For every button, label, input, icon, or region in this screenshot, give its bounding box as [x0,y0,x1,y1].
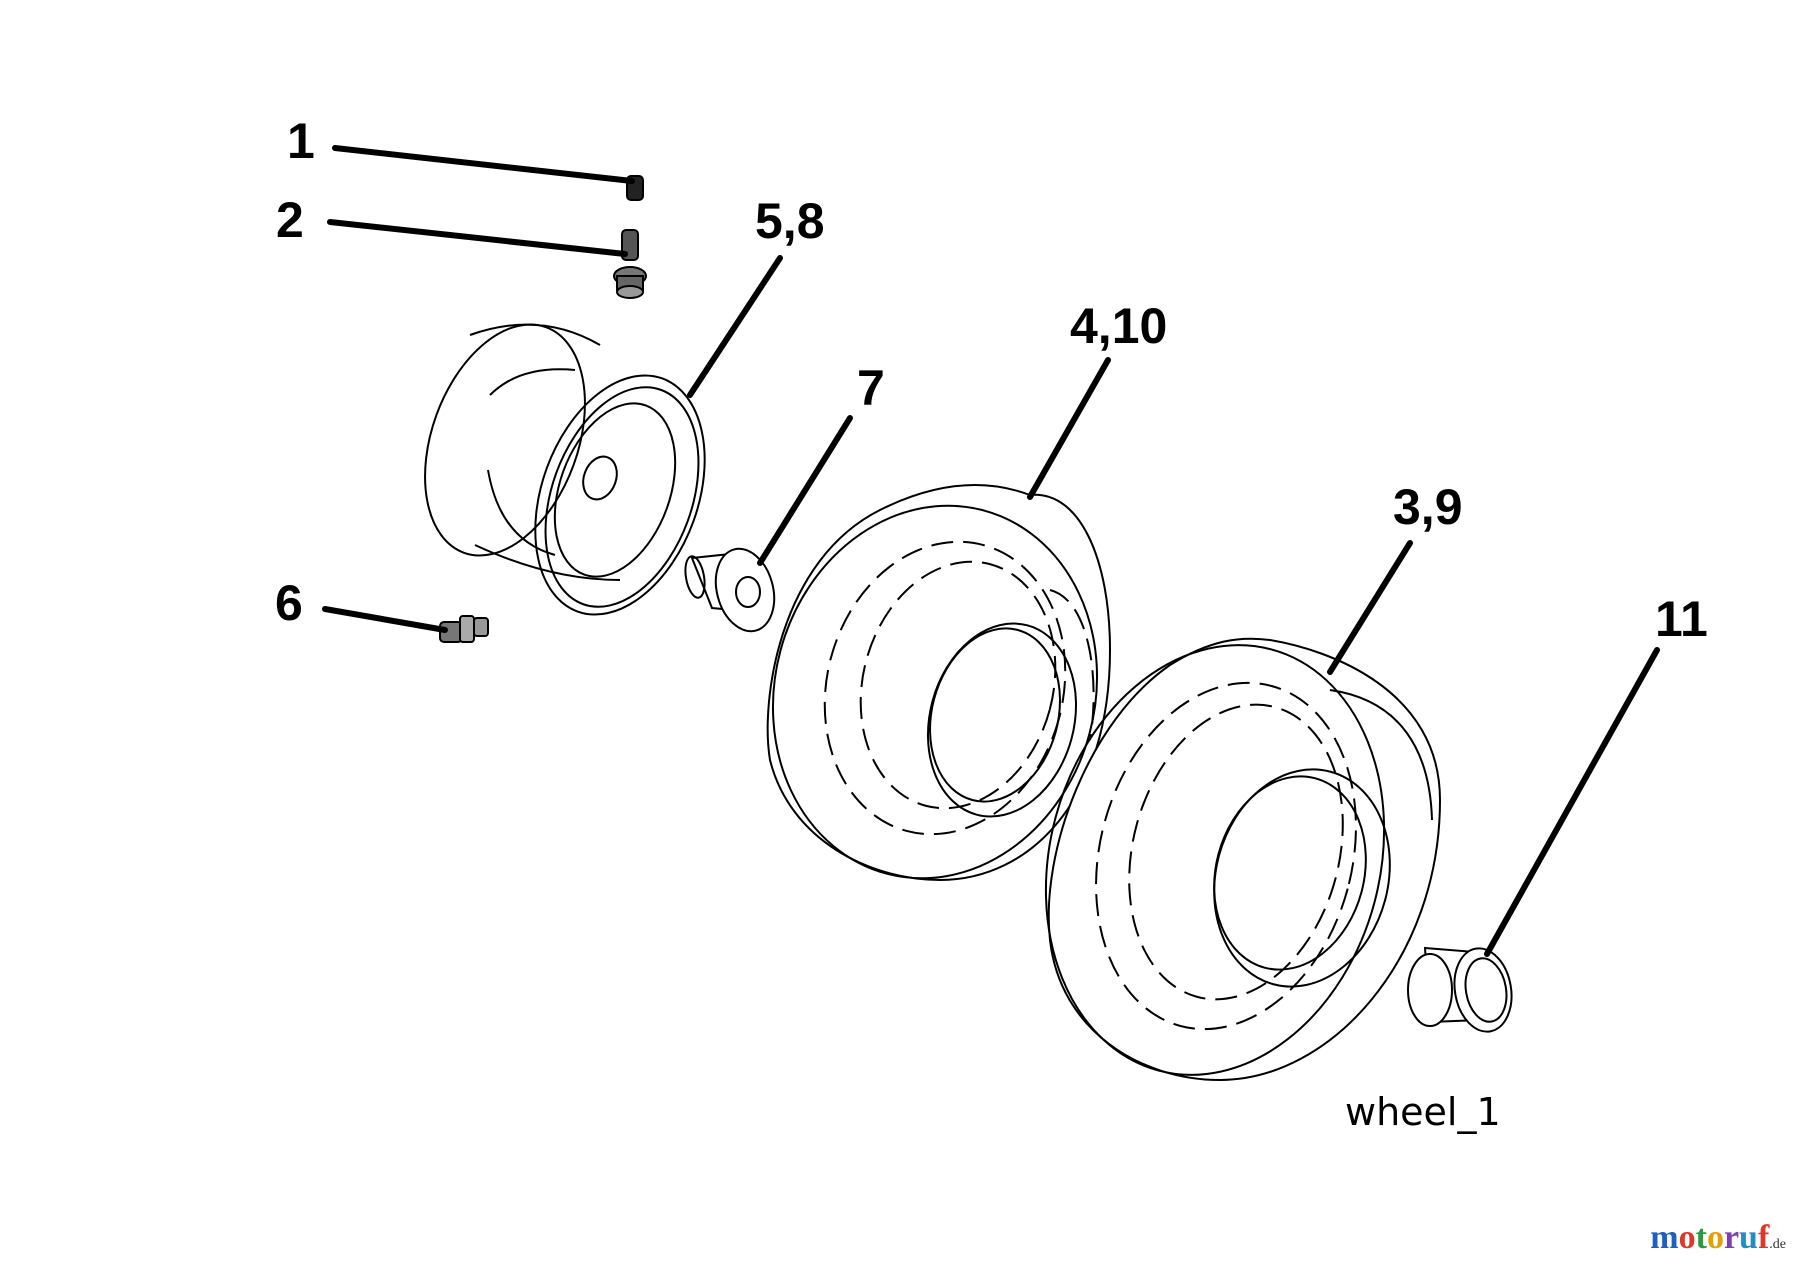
watermark-logo[interactable]: motoruf.de [1650,1219,1786,1257]
watermark-name: motoruf [1650,1219,1769,1256]
callouts: 1 2 5,8 6 7 4,10 3,9 11 [275,113,1708,647]
callout-7: 7 [857,360,885,416]
leader-58 [687,255,783,398]
watermark-letter: u [1739,1219,1758,1256]
callout-39: 3,9 [1393,479,1463,535]
leader-39 [1327,540,1413,675]
watermark-tld: .de [1769,1237,1786,1252]
watermark-letter: f [1757,1219,1770,1256]
part-hub-cap [1407,946,1513,1033]
part-outer-tire [1044,637,1442,1082]
callout-410: 4,10 [1070,298,1167,354]
figure-id: wheel_1 [1345,1090,1501,1134]
watermark-letter: o [1706,1219,1724,1256]
part-grease-fitting [439,615,489,643]
leader-7 [757,415,853,566]
watermark-letter: t [1695,1219,1707,1256]
watermark-letter: m [1650,1219,1679,1256]
watermark-letter: o [1678,1219,1696,1256]
leader-11 [1484,647,1660,957]
callout-11: 11 [1655,591,1708,647]
part-inner-tire [766,484,1112,882]
leader-2 [327,219,628,257]
leader-6 [322,606,448,633]
part-valve-stem [613,229,647,299]
callout-58: 5,8 [755,193,825,249]
watermark-letter: r [1723,1219,1740,1256]
part-bushing [684,547,776,633]
part-rim [424,323,706,616]
callout-2: 2 [276,192,304,248]
leader-1 [332,145,635,184]
callout-1: 1 [287,113,315,169]
callout-6: 6 [275,575,303,631]
leader-lines [322,145,1660,957]
leader-410 [1027,357,1111,500]
